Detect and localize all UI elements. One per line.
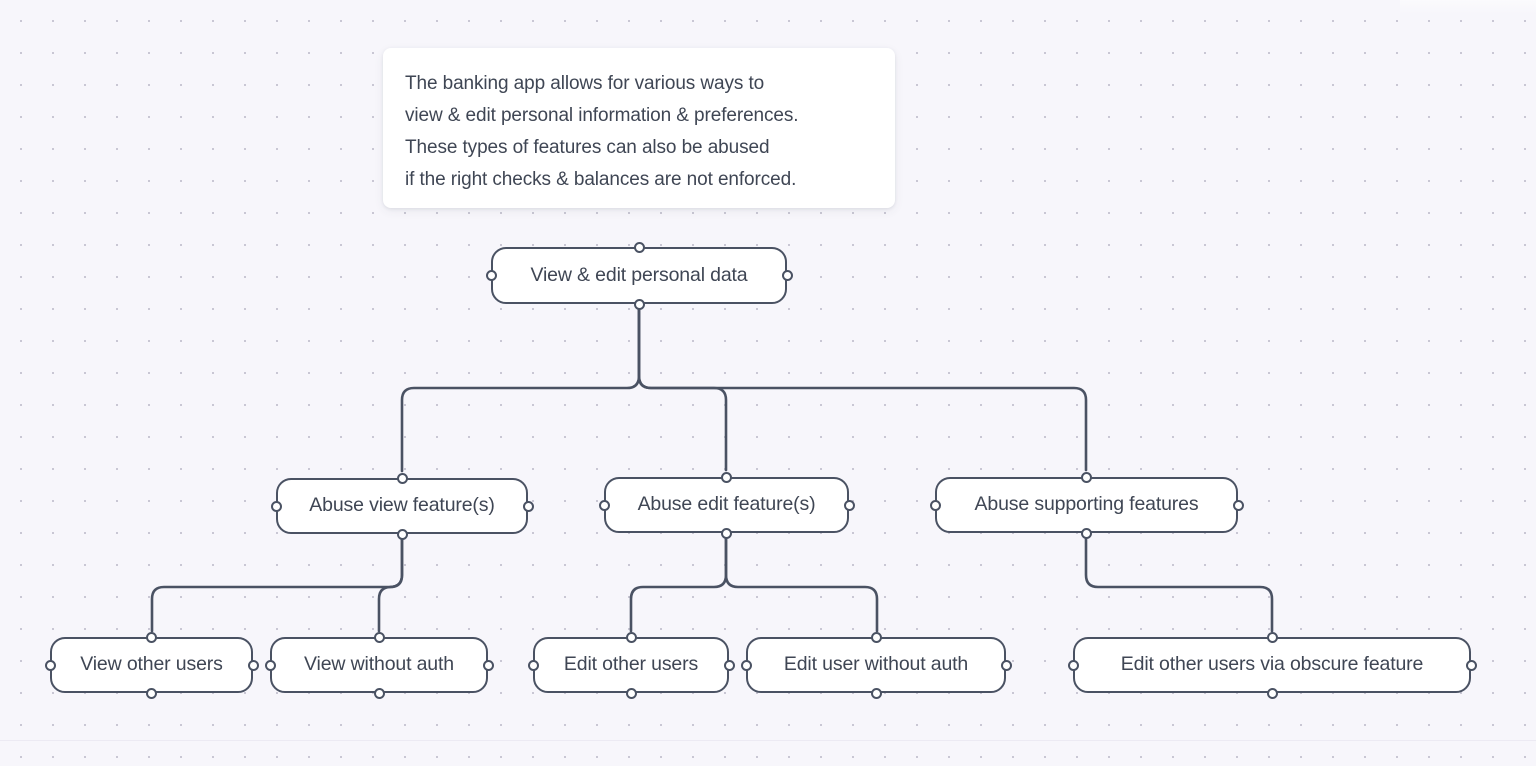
handle-bottom-view-without-auth[interactable]	[373, 687, 385, 699]
node-edit-other-users[interactable]: Edit other users	[527, 631, 735, 699]
handle-top-abuse-edit[interactable]	[721, 471, 732, 483]
handle-right-root[interactable]	[781, 270, 793, 281]
handle-top-edit-other-users[interactable]	[625, 631, 637, 643]
handle-left-view-without-auth[interactable]	[264, 659, 276, 671]
edge-view-to-view-other-users[interactable]	[150, 533, 404, 633]
node-abuse-edit[interactable]: Abuse edit feature(s)	[598, 471, 855, 539]
edge-root-to-abuse-edit[interactable]	[637, 303, 728, 472]
node-label-abuse-edit: Abuse edit feature(s)	[637, 493, 816, 516]
handle-left-edit-obscure-feature[interactable]	[1067, 659, 1079, 671]
node-view-other-users[interactable]: View other users	[44, 631, 259, 699]
handle-top-edit-obscure-feature[interactable]	[1266, 631, 1278, 643]
handle-top-edit-user-without-auth[interactable]	[870, 631, 882, 643]
handle-left-abuse-edit[interactable]	[598, 499, 610, 511]
handle-left-root[interactable]	[485, 270, 497, 281]
handle-top-abuse-supporting[interactable]	[1081, 471, 1092, 483]
edge-root-to-abuse-supporting[interactable]	[637, 303, 1088, 472]
handle-right-edit-user-without-auth[interactable]	[1000, 659, 1012, 671]
handle-left-edit-user-without-auth[interactable]	[740, 659, 752, 671]
node-root[interactable]: View & edit personal data	[485, 241, 793, 310]
node-label-abuse-supporting: Abuse supporting features	[974, 493, 1199, 516]
handle-left-edit-other-users[interactable]	[527, 659, 539, 671]
handle-bottom-edit-user-without-auth[interactable]	[870, 687, 882, 699]
node-label-abuse-view: Abuse view feature(s)	[309, 494, 495, 517]
note-card[interactable]: The banking app allows for various ways …	[383, 48, 895, 208]
edge-edit-to-edit-other-users[interactable]	[629, 533, 728, 633]
handle-right-abuse-edit[interactable]	[843, 499, 855, 511]
handle-right-abuse-supporting[interactable]	[1232, 499, 1244, 511]
node-edit-obscure-feature[interactable]: Edit other users via obscure feature	[1067, 631, 1477, 699]
node-label-view-other-users: View other users	[80, 653, 223, 676]
bottom-divider	[0, 740, 1536, 741]
edge-view-to-view-without-auth[interactable]	[377, 533, 404, 633]
handle-top-view-other-users[interactable]	[146, 631, 157, 643]
handle-right-edit-other-users[interactable]	[723, 659, 735, 671]
handle-right-edit-obscure-feature[interactable]	[1465, 659, 1477, 671]
handle-bottom-edit-obscure-feature[interactable]	[1266, 687, 1278, 699]
handle-bottom-edit-other-users[interactable]	[625, 687, 637, 699]
corner-sheen	[1400, 0, 1536, 14]
node-abuse-view[interactable]: Abuse view feature(s)	[270, 472, 534, 540]
node-label-edit-user-without-auth: Edit user without auth	[783, 653, 969, 676]
node-label-root: View & edit personal data	[530, 263, 748, 286]
handle-top-abuse-view[interactable]	[396, 472, 408, 484]
edge-supporting-to-obscure-feature[interactable]	[1084, 532, 1274, 633]
handle-left-abuse-view[interactable]	[270, 500, 282, 512]
node-edit-user-without-auth[interactable]: Edit user without auth	[740, 631, 1012, 699]
handle-top-root[interactable]	[633, 241, 645, 253]
node-label-edit-other-users: Edit other users	[563, 653, 699, 676]
handle-right-abuse-view[interactable]	[522, 500, 534, 512]
handle-top-view-without-auth[interactable]	[373, 631, 385, 643]
node-label-view-without-auth: View without auth	[304, 653, 454, 676]
node-label-edit-obscure-feature: Edit other users via obscure feature	[1120, 653, 1424, 676]
handle-left-view-other-users[interactable]	[44, 659, 56, 671]
handle-bottom-root[interactable]	[633, 298, 645, 310]
edge-edit-to-edit-user-without-auth[interactable]	[724, 533, 879, 633]
edge-root-to-abuse-view[interactable]	[400, 303, 641, 473]
node-abuse-supporting[interactable]: Abuse supporting features	[929, 471, 1244, 539]
handle-bottom-view-other-users[interactable]	[146, 687, 157, 699]
handle-right-view-without-auth[interactable]	[482, 659, 494, 671]
node-view-without-auth[interactable]: View without auth	[264, 631, 494, 699]
handle-bottom-abuse-supporting[interactable]	[1081, 527, 1092, 539]
note-text: The banking app allows for various ways …	[405, 73, 799, 190]
handle-bottom-abuse-view[interactable]	[396, 528, 408, 540]
handle-right-view-other-users[interactable]	[247, 659, 259, 671]
handle-left-abuse-supporting[interactable]	[929, 499, 941, 511]
handle-bottom-abuse-edit[interactable]	[721, 527, 732, 539]
